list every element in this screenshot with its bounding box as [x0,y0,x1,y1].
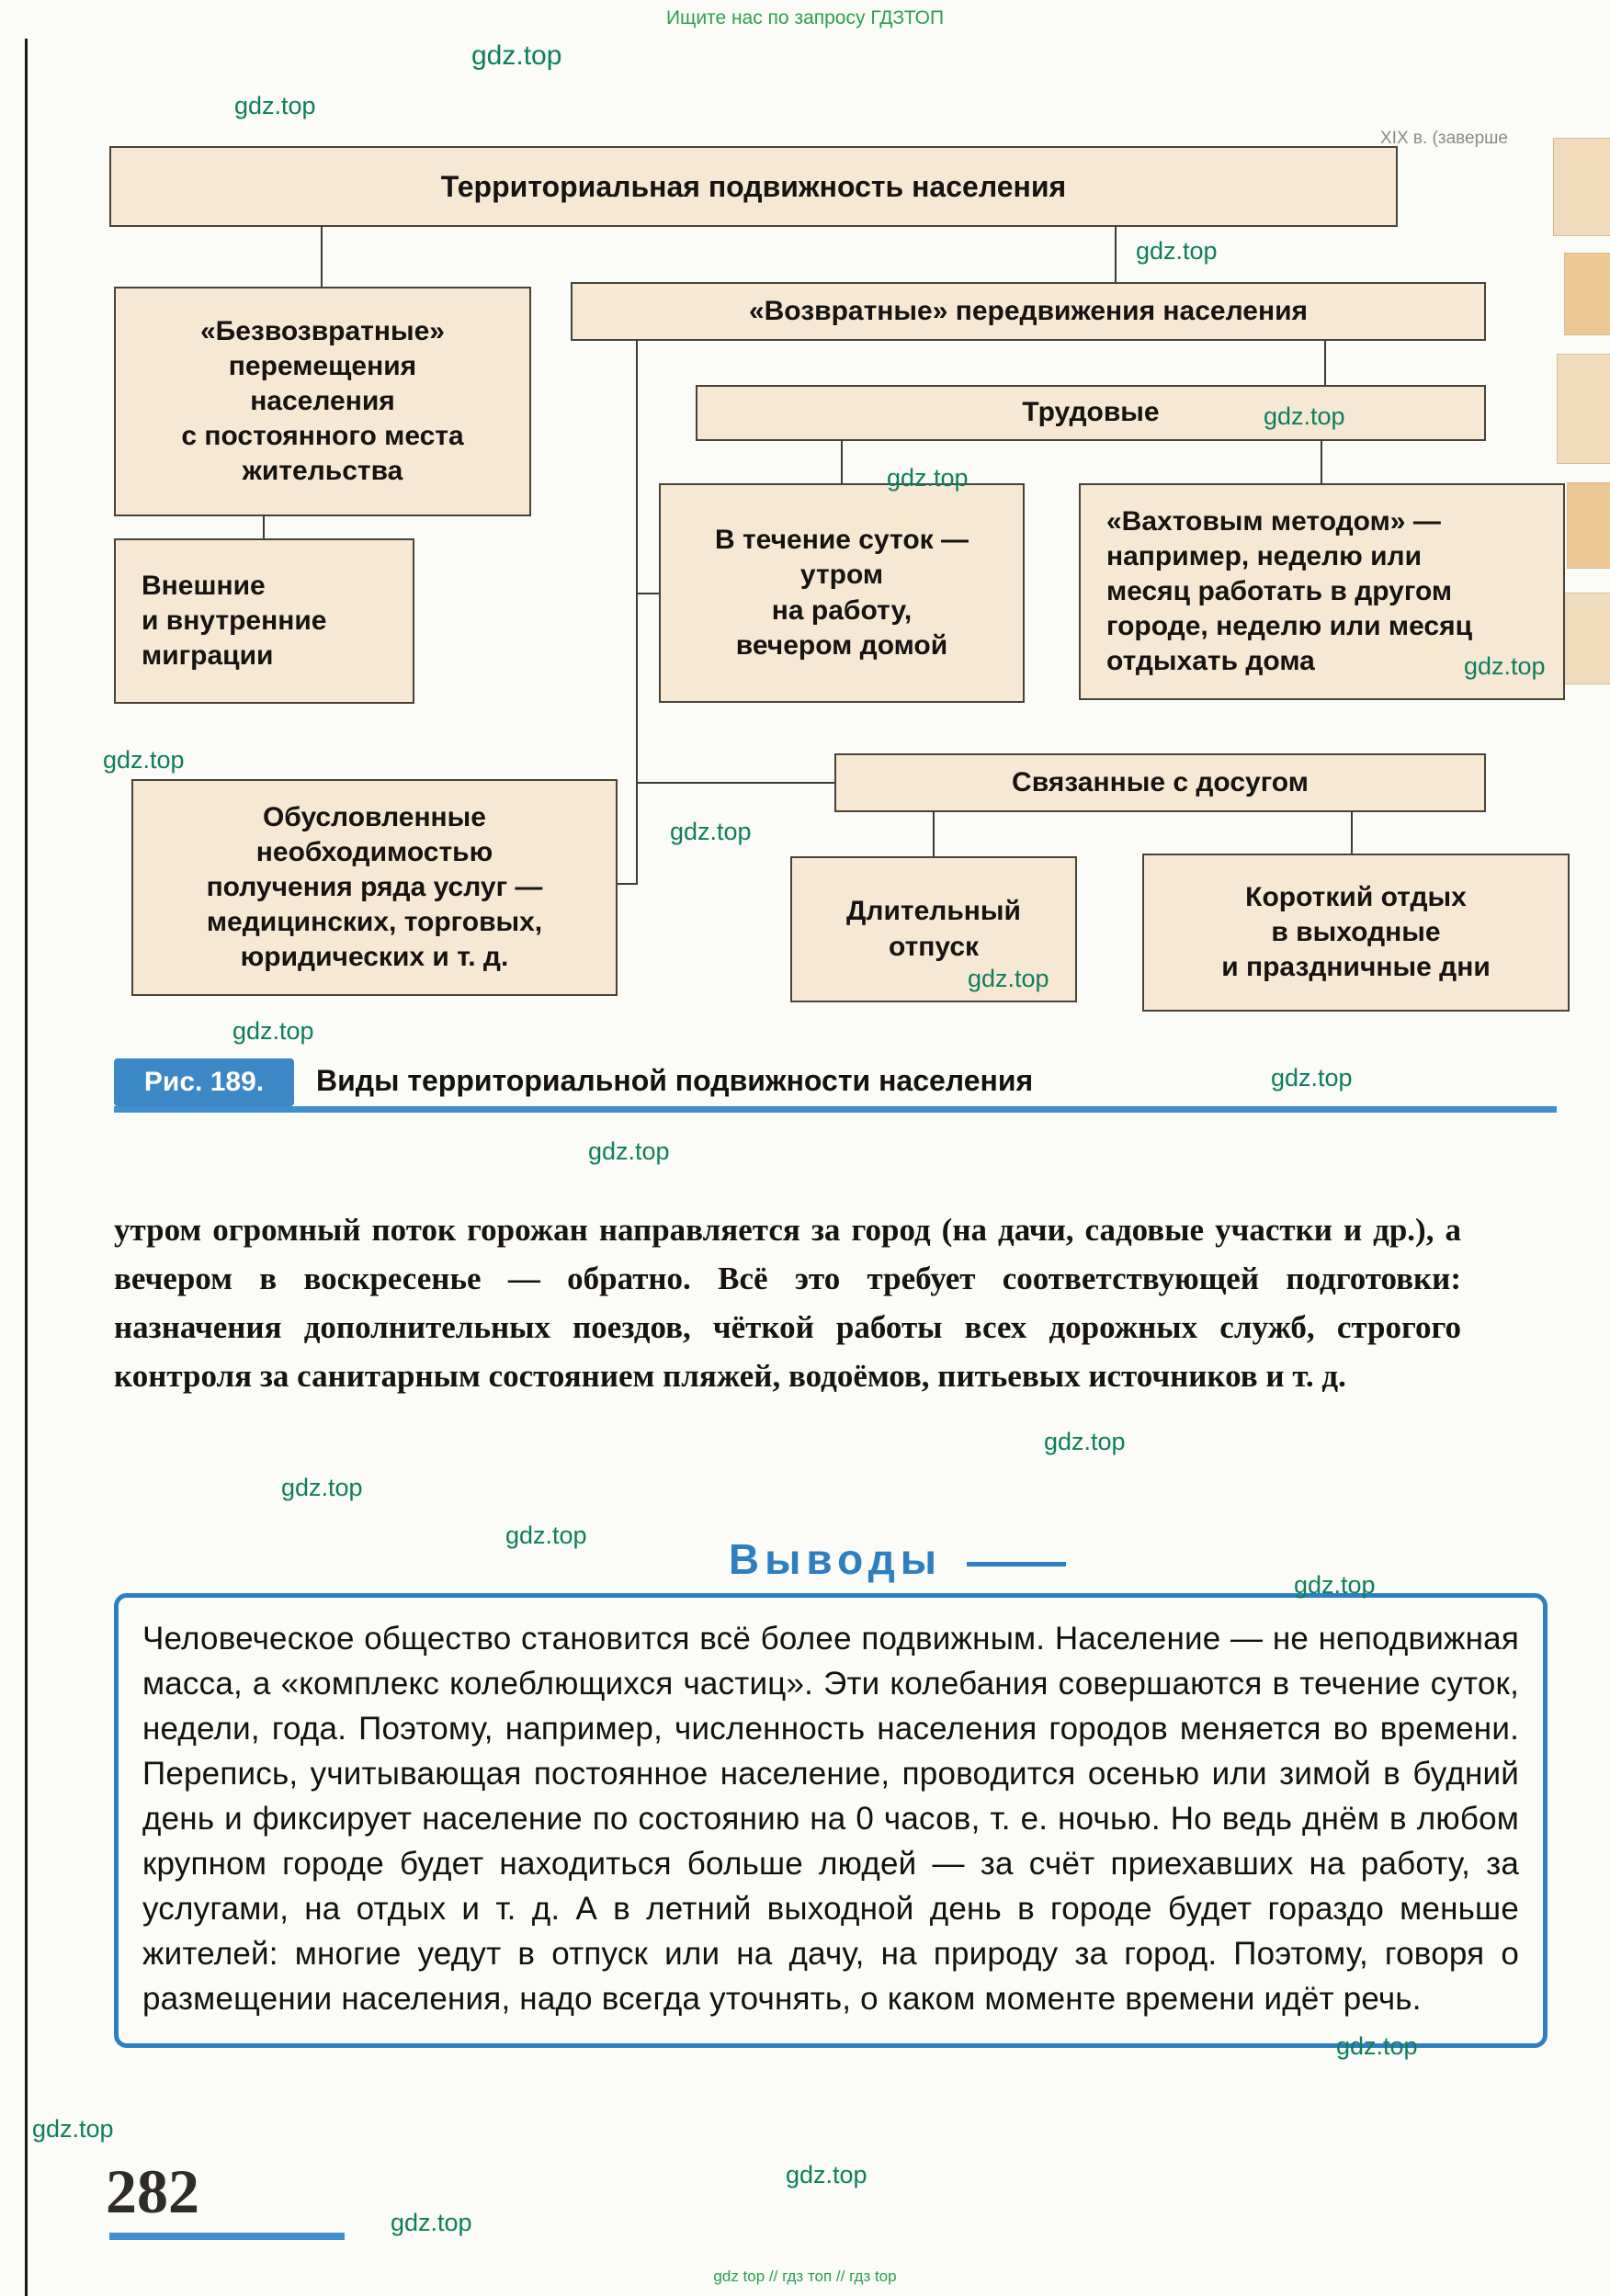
gdz-watermark: gdz.top [1464,652,1546,680]
gdz-watermark: gdz.top [234,92,316,119]
connector-line [636,782,834,784]
gdz-watermark: gdz.top [670,818,752,845]
gdz-watermark: gdz.top [281,1474,363,1501]
connector-line [1321,441,1322,483]
page-number-rule [109,2233,345,2240]
connector-line [263,516,265,538]
connector-line [636,593,661,594]
gdz-watermark: gdz.top [391,2209,472,2236]
diagram-node-labor: Трудовые [696,385,1486,441]
connector-line [841,441,843,483]
figure-label-badge: Рис. 189. [114,1058,294,1106]
page-number: 282 [106,2156,199,2226]
body-paragraph: утром огромный поток горожан направляетс… [114,1212,1461,1394]
gdz-watermark: gdz.top [32,2115,114,2143]
gdz-watermark: gdz.top [232,1017,314,1045]
gdz-watermark: gdz.top [588,1137,670,1165]
connector-line [1324,341,1326,385]
diagram-node-shift-method: «Вахтовым методом» — например, неделю ил… [1079,483,1565,700]
adjacent-page-fragment [1559,593,1610,684]
gdz-watermark: gdz.top [1336,2032,1418,2060]
gdz-watermark: gdz.top [1271,1064,1353,1091]
connector-line [321,227,323,287]
gdz-watermark: gdz.top [968,965,1049,992]
connector-line [1115,227,1117,282]
conclusions-box: Человеческое общество становится всё бол… [114,1593,1548,2048]
adjacent-page-fragment [1553,138,1610,236]
connector-line [616,883,638,885]
diagram-node-irreversible: «Безвозвратные» перемещения населения с … [114,287,531,516]
connector-line [933,812,935,856]
connector-line [1351,812,1353,854]
diagram-node-root: Территориальная подвижность населения [109,146,1398,227]
gdz-watermark: gdz.top [786,2161,867,2189]
conclusions-heading: Выводы [728,1535,943,1583]
gdz-watermark: gdz.top [103,746,185,774]
connector-line [636,341,638,885]
site-footer-note: gdz top // гдз топ // гдз top [713,2268,897,2285]
diagram-node-long-vacation: Длительный отпуск [790,856,1077,1002]
diagram-node-leisure: Связанные с досугом [834,753,1486,812]
conclusions-heading-rule [967,1562,1066,1566]
adjacent-page-text: XIX в. (заверше [1380,129,1508,148]
diagram-node-returnable: «Возвратные» передвижения населения [571,282,1486,341]
gdz-watermark: gdz.top [1044,1428,1126,1455]
gdz-watermark: gdz.top [471,40,562,71]
adjacent-page-fragment [1557,354,1610,464]
adjacent-page-fragment [1567,482,1610,569]
diagram-node-short-rest: Короткий отдых в выходные и праздничные … [1142,854,1570,1012]
diagram-node-services: Обусловленные необходимостью получения р… [131,779,618,996]
adjacent-page-fragment [1564,253,1610,335]
gdz-watermark: gdz.top [1136,237,1218,265]
gdz-watermark: gdz.top [1264,402,1345,430]
gdz-watermark: gdz.top [887,464,969,492]
section-divider-rule [114,1106,1557,1113]
diagram-node-migrations: Внешние и внутренние миграции [114,538,414,704]
scan-border-line [25,39,28,2296]
site-header-note: Ищите нас по запросу ГДЗТОП [665,7,945,28]
diagram-node-daily: В течение суток — утром на работу, вечер… [659,483,1025,703]
figure-caption: Виды территориальной подвижности населен… [316,1064,1034,1097]
gdz-watermark: gdz.top [505,1521,587,1549]
gdz-watermark: gdz.top [1294,1571,1376,1599]
